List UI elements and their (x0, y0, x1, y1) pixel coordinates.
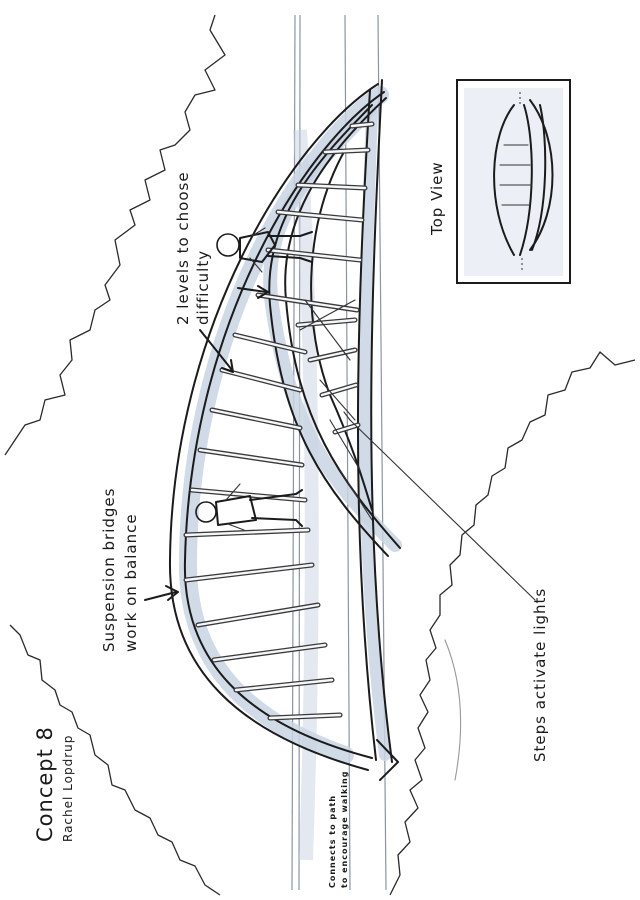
label-steps-lights: Steps activate lights (531, 588, 549, 762)
annotation-arrows (144, 285, 536, 601)
cliff-right (389, 351, 636, 896)
concept-title: Concept 8 (33, 726, 57, 842)
person-figure-lower (195, 483, 303, 531)
cliff-outlines (4, 14, 636, 896)
label-top-view: Top View (428, 161, 446, 236)
arch-bridge (168, 79, 402, 781)
label-suspension-1: Suspension bridges (100, 488, 118, 652)
cliff-top-left (4, 14, 226, 456)
label-levels-1: 2 levels to choose (174, 171, 192, 325)
inner-rungs (295, 317, 361, 435)
top-view-inset (456, 79, 571, 284)
arch-rungs (183, 121, 375, 721)
label-connects-1: Connects to path (328, 795, 337, 888)
label-suspension-2: work on balance (122, 513, 140, 652)
person-figure-upper (216, 227, 313, 273)
cliff-bottom-left (9, 624, 221, 896)
author-name: Rachel Lopdrup (61, 735, 75, 842)
label-levels-2: difficulty (194, 250, 212, 325)
label-connects-2: to encourage walking (340, 771, 349, 888)
